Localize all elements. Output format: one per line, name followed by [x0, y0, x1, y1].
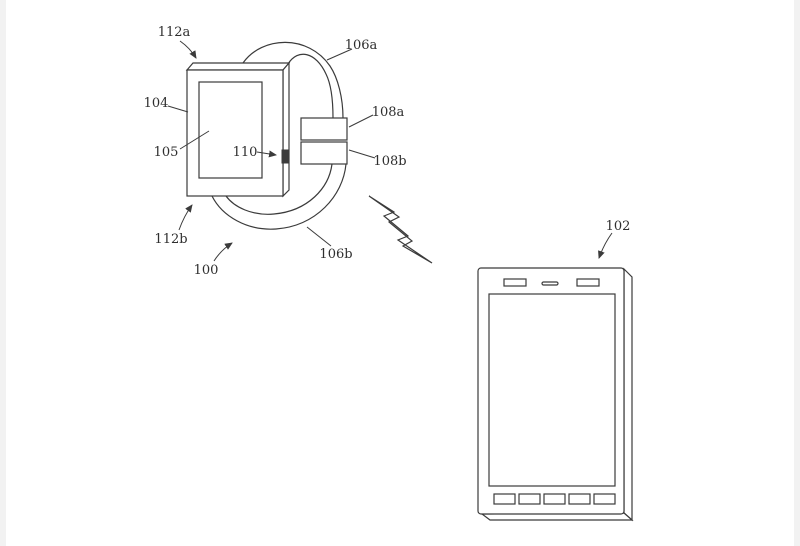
- page-margin-right: [794, 0, 800, 546]
- watch-band-top: [242, 41, 344, 119]
- ref-label-112b: 112b: [154, 232, 187, 247]
- ref-label-110: 110: [233, 145, 258, 160]
- ref-label-105: 105: [154, 145, 179, 160]
- watch-body: [185, 61, 291, 198]
- ref-label-108b: 108b: [373, 154, 406, 169]
- phone-buttons-row: [493, 493, 616, 505]
- leader-line-108a: [348, 114, 374, 128]
- smartwatch-drawing: [185, 41, 348, 230]
- phone-screen: [488, 293, 616, 487]
- ref-label-106a: 106a: [345, 38, 378, 53]
- phone-button-4: [568, 493, 591, 505]
- watch-band-bottom: [211, 163, 347, 230]
- page-margin-left: [0, 0, 6, 546]
- ref-label-106b: 106b: [319, 247, 352, 262]
- leader-arrow-112a: [179, 40, 197, 59]
- watch-side-button: [281, 149, 289, 164]
- ref-label-112a: 112a: [158, 25, 191, 40]
- phone-button-3: [543, 493, 566, 505]
- phone-button-5: [593, 493, 616, 505]
- leader-line-108b: [348, 149, 376, 159]
- phone-button-2: [518, 493, 541, 505]
- phone-button-1: [493, 493, 516, 505]
- leader-arrow-110: [256, 150, 277, 158]
- ref-label-100: 100: [194, 263, 219, 278]
- lightning-bolt-icon: [368, 195, 433, 264]
- leader-lines: [167, 40, 613, 262]
- watch-body-side-face: [282, 61, 290, 198]
- ref-label-102: 102: [606, 219, 631, 234]
- phone-speaker: [541, 281, 559, 286]
- band-link-blocks: [300, 117, 348, 165]
- leader-arrow-112b: [178, 204, 193, 231]
- leader-arrow-102: [598, 232, 613, 259]
- leader-line-106a: [326, 48, 353, 61]
- band-link-block-lower: [300, 141, 348, 165]
- ref-label-104: 104: [144, 96, 169, 111]
- phone-sensor-right: [576, 278, 600, 287]
- watch-screen: [198, 81, 263, 179]
- leader-arrow-100: [213, 242, 233, 262]
- leader-line-106b: [306, 226, 332, 247]
- leader-line-105: [179, 130, 210, 150]
- watch-body-top-face: [185, 62, 291, 71]
- ref-label-108a: 108a: [372, 105, 405, 120]
- band-link-block-upper: [300, 117, 348, 141]
- phone-sensor-left: [503, 278, 527, 287]
- leader-line-104: [167, 105, 189, 113]
- reference-labels: 112a 106a 104 108a 105 110 108b 112b 106…: [144, 25, 631, 278]
- phone-side-face: [623, 267, 633, 522]
- smartphone-drawing: [477, 267, 634, 522]
